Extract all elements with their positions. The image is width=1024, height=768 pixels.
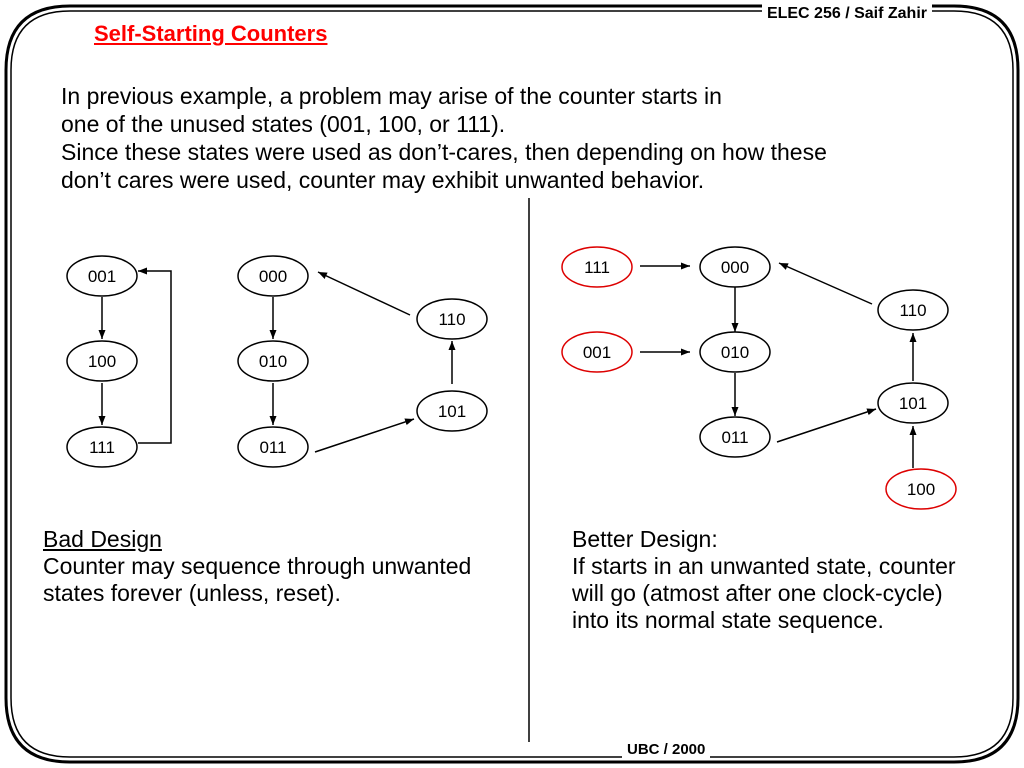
transition-arrow [776, 408, 877, 443]
bad-design-main-loop: 000 010 011 101 110 [237, 255, 488, 468]
state-node-011: 011 [237, 426, 309, 468]
state-node-001: 001 [66, 255, 138, 297]
bad-design-line: Counter may sequence through unwanted [43, 553, 472, 579]
svg-text:110: 110 [899, 301, 926, 320]
svg-text:010: 010 [721, 343, 749, 362]
svg-text:001: 001 [88, 267, 116, 286]
footer-label: UBC / 2000 [622, 740, 711, 760]
svg-text:100: 100 [907, 480, 935, 499]
svg-text:011: 011 [721, 428, 748, 447]
intro-line: don’t cares were used, counter may exhib… [61, 167, 705, 193]
svg-text:001: 001 [583, 343, 611, 362]
outer-border [4, 4, 1020, 764]
transition-arrow [778, 262, 873, 305]
svg-text:101: 101 [899, 394, 927, 413]
slide-title: Self-Starting Counters [94, 21, 328, 46]
svg-text:011: 011 [259, 438, 286, 457]
svg-text:111: 111 [584, 258, 610, 277]
bad-design-caption: Bad Design Counter may sequence through … [43, 526, 471, 607]
svg-text:101: 101 [438, 402, 466, 421]
state-node-100-unused: 100 [885, 468, 957, 510]
state-node-000: 000 [237, 255, 309, 297]
state-node-010: 010 [237, 340, 309, 382]
state-node-110: 110 [877, 289, 949, 331]
state-node-011: 011 [699, 416, 771, 458]
intro-line: one of the unused states (001, 100, or 1… [61, 111, 506, 137]
intro-line: In previous example, a problem may arise… [61, 83, 722, 109]
intro-line: Since these states were used as don’t-ca… [61, 139, 827, 165]
bad-design-heading: Bad Design [43, 526, 162, 552]
state-node-000: 000 [699, 246, 771, 288]
state-node-101: 101 [877, 382, 949, 424]
better-design-caption: Better Design: If starts in an unwanted … [572, 526, 956, 634]
better-design-line: into its normal state sequence. [572, 607, 884, 633]
svg-text:000: 000 [259, 267, 287, 286]
better-design-line: If starts in an unwanted state, counter [572, 553, 956, 579]
state-node-101: 101 [416, 390, 488, 432]
state-node-100: 100 [66, 340, 138, 382]
better-design-line: will go (atmost after one clock-cycle) [572, 580, 943, 606]
state-node-111-unused: 111 [561, 246, 633, 288]
svg-text:110: 110 [438, 310, 465, 329]
transition-arrow [314, 418, 415, 453]
svg-text:010: 010 [259, 352, 287, 371]
inner-border [10, 10, 1014, 758]
course-label: ELEC 256 / Saif Zahir [761, 4, 932, 24]
svg-text:111: 111 [89, 438, 115, 457]
state-node-110: 110 [416, 298, 488, 340]
intro-text: In previous example, a problem may arise… [61, 82, 941, 194]
state-node-010: 010 [699, 331, 771, 373]
state-node-111: 111 [66, 426, 138, 468]
svg-text:000: 000 [721, 258, 749, 277]
transition-arrow [138, 267, 172, 444]
svg-text:100: 100 [88, 352, 116, 371]
state-node-001-unused: 001 [561, 331, 633, 373]
better-design-diagram: 111 001 000 010 011 110 101 100 [561, 246, 957, 510]
bad-design-unused-loop: 001 100 111 [66, 255, 172, 468]
better-design-heading: Better Design: [572, 526, 718, 552]
transition-arrow [317, 271, 411, 316]
bad-design-line: states forever (unless, reset). [43, 580, 341, 606]
